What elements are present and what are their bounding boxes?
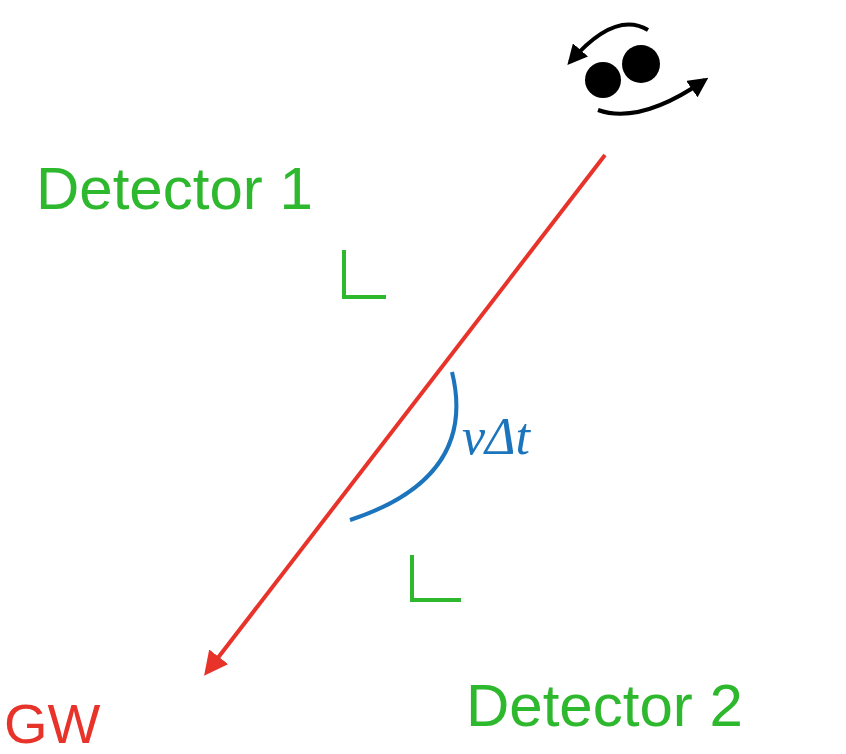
wave-label: GW	[4, 696, 100, 752]
detector-label: Detector 2	[466, 676, 743, 736]
binary-source	[570, 24, 705, 113]
detector-symbol	[412, 555, 461, 600]
black-hole	[622, 45, 660, 83]
detector-label: Detector 1	[36, 159, 313, 219]
detector-symbol	[344, 250, 386, 297]
orbit-arrow	[570, 24, 648, 62]
black-hole	[585, 62, 621, 98]
gw-ray	[207, 155, 605, 672]
orbit-arrow	[598, 80, 705, 114]
distance-label: vΔt	[462, 411, 530, 463]
angle-arc	[350, 372, 456, 520]
